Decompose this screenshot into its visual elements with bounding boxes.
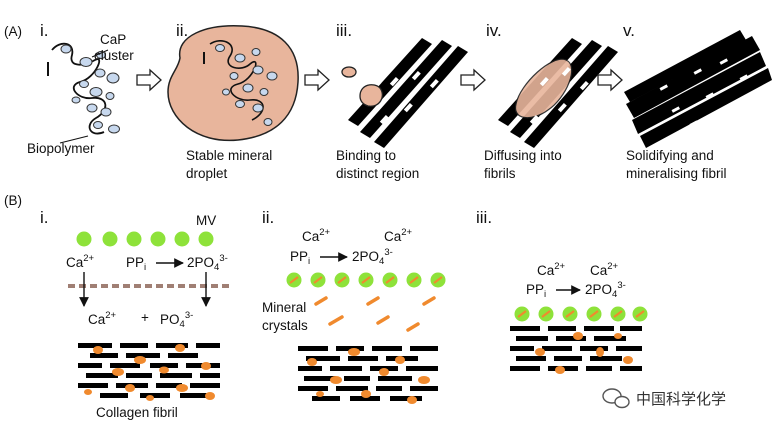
ca-ion-left-iii: Ca2+ <box>537 261 566 278</box>
step-iv-numeral: iv. <box>486 21 502 40</box>
po4-bottom-i: PO43- <box>160 310 193 330</box>
biopolymer-with-clusters <box>47 42 120 144</box>
step-ii-numeral: ii. <box>176 21 188 40</box>
arrow-iv-to-v <box>597 69 623 91</box>
matrix-vesicle-row-ii <box>286 272 446 288</box>
step-v-caption: Solidifying and mineralising fibril <box>626 148 727 181</box>
fibril-bundle-iii <box>341 38 468 148</box>
arrow-iii-to-iv <box>460 69 486 91</box>
ppi-label-ii: PPi <box>290 249 310 267</box>
ca-ion-top-i: Ca2+ <box>66 253 95 270</box>
watermark-text: 中国科学化学 <box>636 390 726 408</box>
step-ii-caption: Stable mineral droplet <box>186 148 276 181</box>
ppi-label-i: PPi <box>126 255 146 273</box>
po4-iii: 2PO43- <box>585 280 626 300</box>
sub-iii-numeral: iii. <box>476 208 492 227</box>
ca-ion-bottom-i: Ca2+ <box>88 310 117 327</box>
step-i-numeral: i. <box>40 21 49 40</box>
step-iii-caption: Binding to distinct region <box>336 148 419 181</box>
mineralised-fibril <box>624 30 772 148</box>
ppi-label-iii: PPi <box>526 282 546 300</box>
ca-ion-left-ii: Ca2+ <box>302 227 331 244</box>
collagen-fibril-label: Collagen fibril <box>96 405 178 420</box>
collagen-fibril-ii <box>298 346 438 404</box>
biopolymer-label: Biopolymer <box>27 141 95 156</box>
sub-i-numeral: i. <box>40 208 49 227</box>
collagen-fibril-i <box>78 343 220 401</box>
step-iv-caption: Diffusing into fibrils <box>484 148 566 181</box>
po4-top-i: 2PO43- <box>187 253 228 273</box>
ca-ion-right-iii: Ca2+ <box>590 261 619 278</box>
wechat-logo-icon <box>602 388 630 409</box>
cap-cluster-label: CaP cluster <box>94 32 134 63</box>
sub-ii-numeral: ii. <box>262 208 274 227</box>
ca-ion-right-ii: Ca2+ <box>384 227 413 244</box>
plus-sign: + <box>141 310 149 325</box>
matrix-vesicle-row-iii <box>514 306 648 322</box>
panel-b-label: (B) <box>4 193 22 208</box>
mineral-crystals-label: Mineral crystals <box>262 300 310 333</box>
panel-a-label: (A) <box>4 24 22 39</box>
fibril-bundle-iv <box>498 38 618 148</box>
stable-mineral-droplet <box>167 25 299 142</box>
matrix-vesicle-row-i <box>76 231 214 247</box>
po4-ii: 2PO43- <box>352 247 393 267</box>
arrow-i-to-ii <box>136 69 162 91</box>
mv-label: MV <box>196 213 216 228</box>
arrow-ii-to-iii <box>304 69 330 91</box>
step-iii-numeral: iii. <box>336 21 352 40</box>
collagen-fibril-iii <box>510 326 642 374</box>
step-v-numeral: v. <box>623 21 635 40</box>
mineral-crystals <box>314 296 436 332</box>
